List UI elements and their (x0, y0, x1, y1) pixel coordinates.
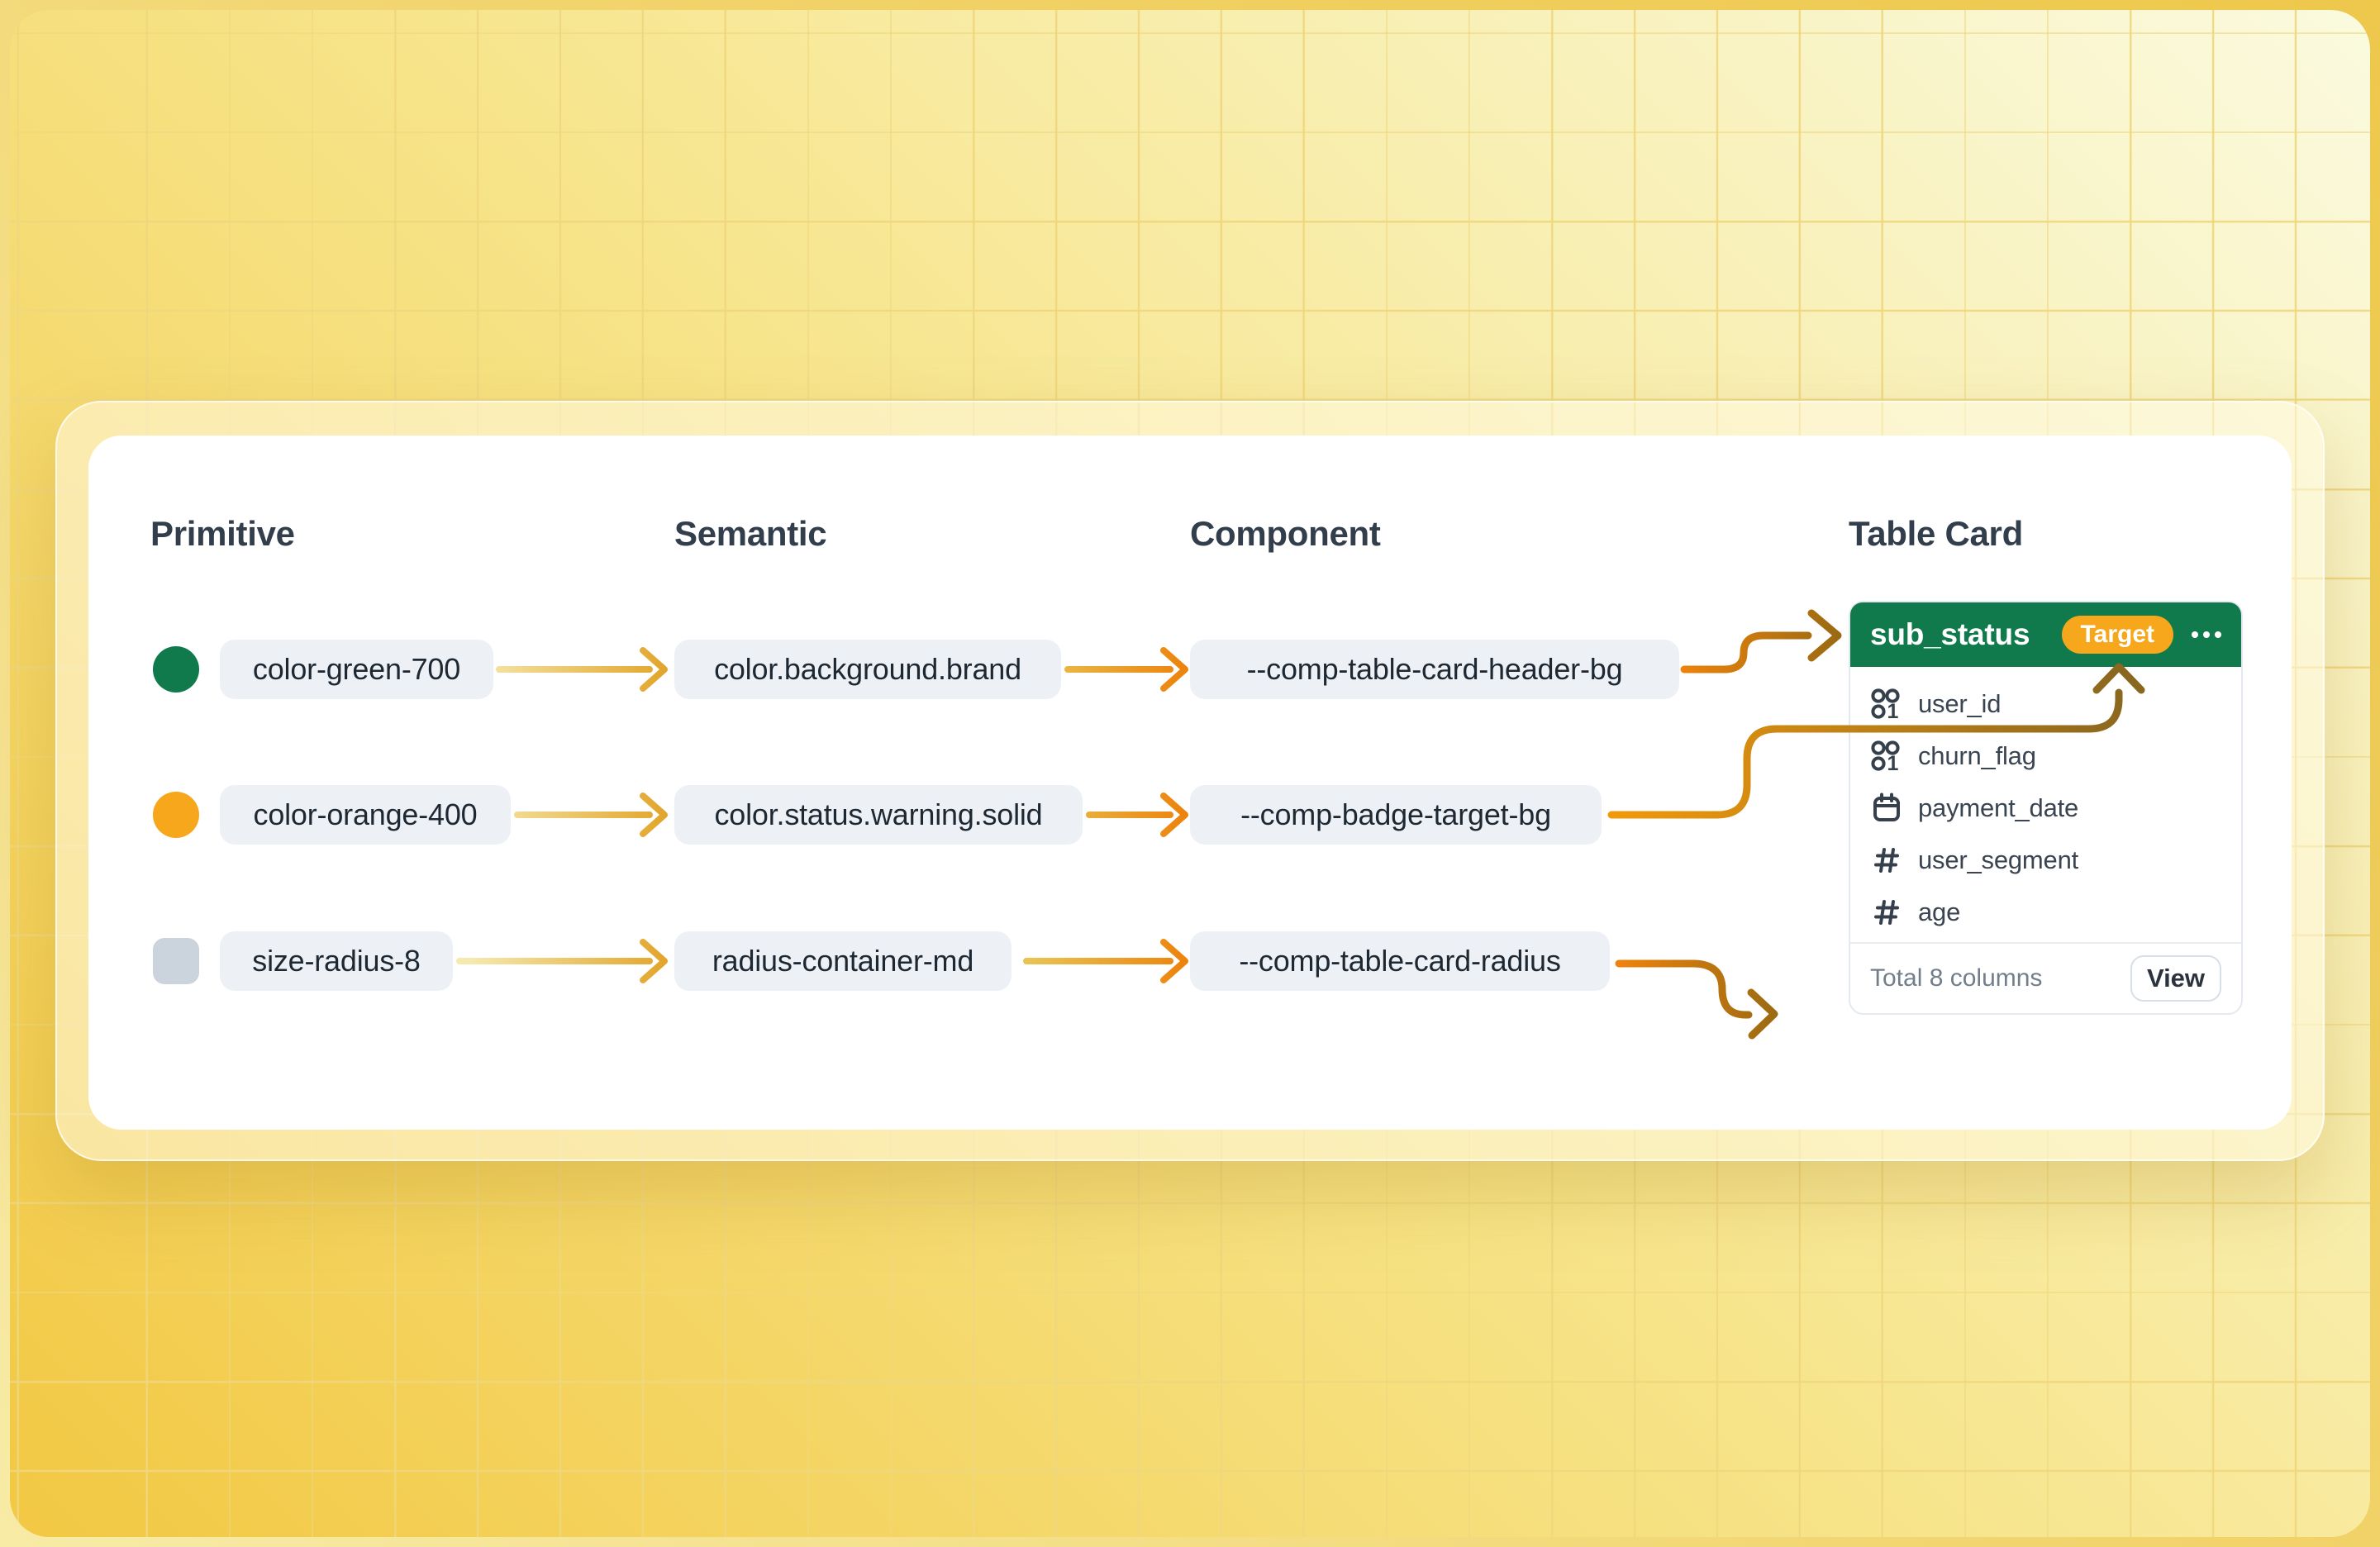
primitive-token-chip: color-green-700 (220, 640, 493, 699)
primitive-token-chip: color-orange-400 (220, 785, 511, 845)
table-card-header: sub_status Target (1850, 602, 2241, 667)
categorical-icon: 1 (1871, 688, 1900, 721)
categorical-icon: 1 (1871, 740, 1900, 773)
field-name: churn_flag (1918, 740, 2036, 770)
orange-circle-swatch (153, 792, 199, 838)
field-row: payment_date (1850, 782, 2241, 834)
primitive-token-chip: size-radius-8 (220, 931, 453, 991)
hash-icon (1874, 847, 1899, 873)
field-name: payment_date (1918, 793, 2079, 822)
svg-text:1: 1 (1887, 700, 1899, 721)
gray-square-swatch (153, 938, 199, 984)
table-card-field-list: 1 user_id 1 churn_flag payment_date user… (1850, 667, 2241, 942)
semantic-token-chip: color.background.brand (674, 640, 1061, 699)
column-header-table-card: Table Card (1849, 514, 2023, 553)
field-name: user_id (1918, 688, 2002, 718)
green-circle-swatch (153, 646, 199, 693)
column-header-semantic: Semantic (674, 514, 827, 553)
hash-icon (1874, 899, 1899, 925)
column-header-component: Component (1190, 514, 1381, 553)
field-row: age (1850, 886, 2241, 938)
column-header-primitive: Primitive (150, 514, 295, 553)
table-card-title: sub_status (1870, 617, 2030, 651)
component-token-chip: --comp-badge-target-bg (1190, 785, 1602, 845)
field-name: age (1918, 897, 1961, 926)
ellipsis-icon[interactable] (2192, 631, 2221, 638)
view-button[interactable]: View (2130, 955, 2221, 1002)
total-columns-label: Total 8 columns (1870, 964, 2043, 992)
semantic-token-chip: color.status.warning.solid (674, 785, 1083, 845)
svg-text:1: 1 (1887, 752, 1899, 773)
semantic-token-chip: radius-container-md (674, 931, 1011, 991)
target-badge: Target (2061, 616, 2173, 654)
table-card-footer: Total 8 columns View (1850, 942, 2241, 1013)
table-card: sub_status Target 1 user_id 1 churn_flag… (1849, 601, 2243, 1015)
field-row: 1 user_id (1850, 678, 2241, 730)
component-token-chip: --comp-table-card-header-bg (1190, 640, 1679, 699)
calendar-icon (1873, 793, 1900, 821)
field-name: user_segment (1918, 845, 2079, 874)
field-row: user_segment (1850, 834, 2241, 886)
component-token-chip: --comp-table-card-radius (1190, 931, 1610, 991)
field-row: 1 churn_flag (1850, 730, 2241, 782)
